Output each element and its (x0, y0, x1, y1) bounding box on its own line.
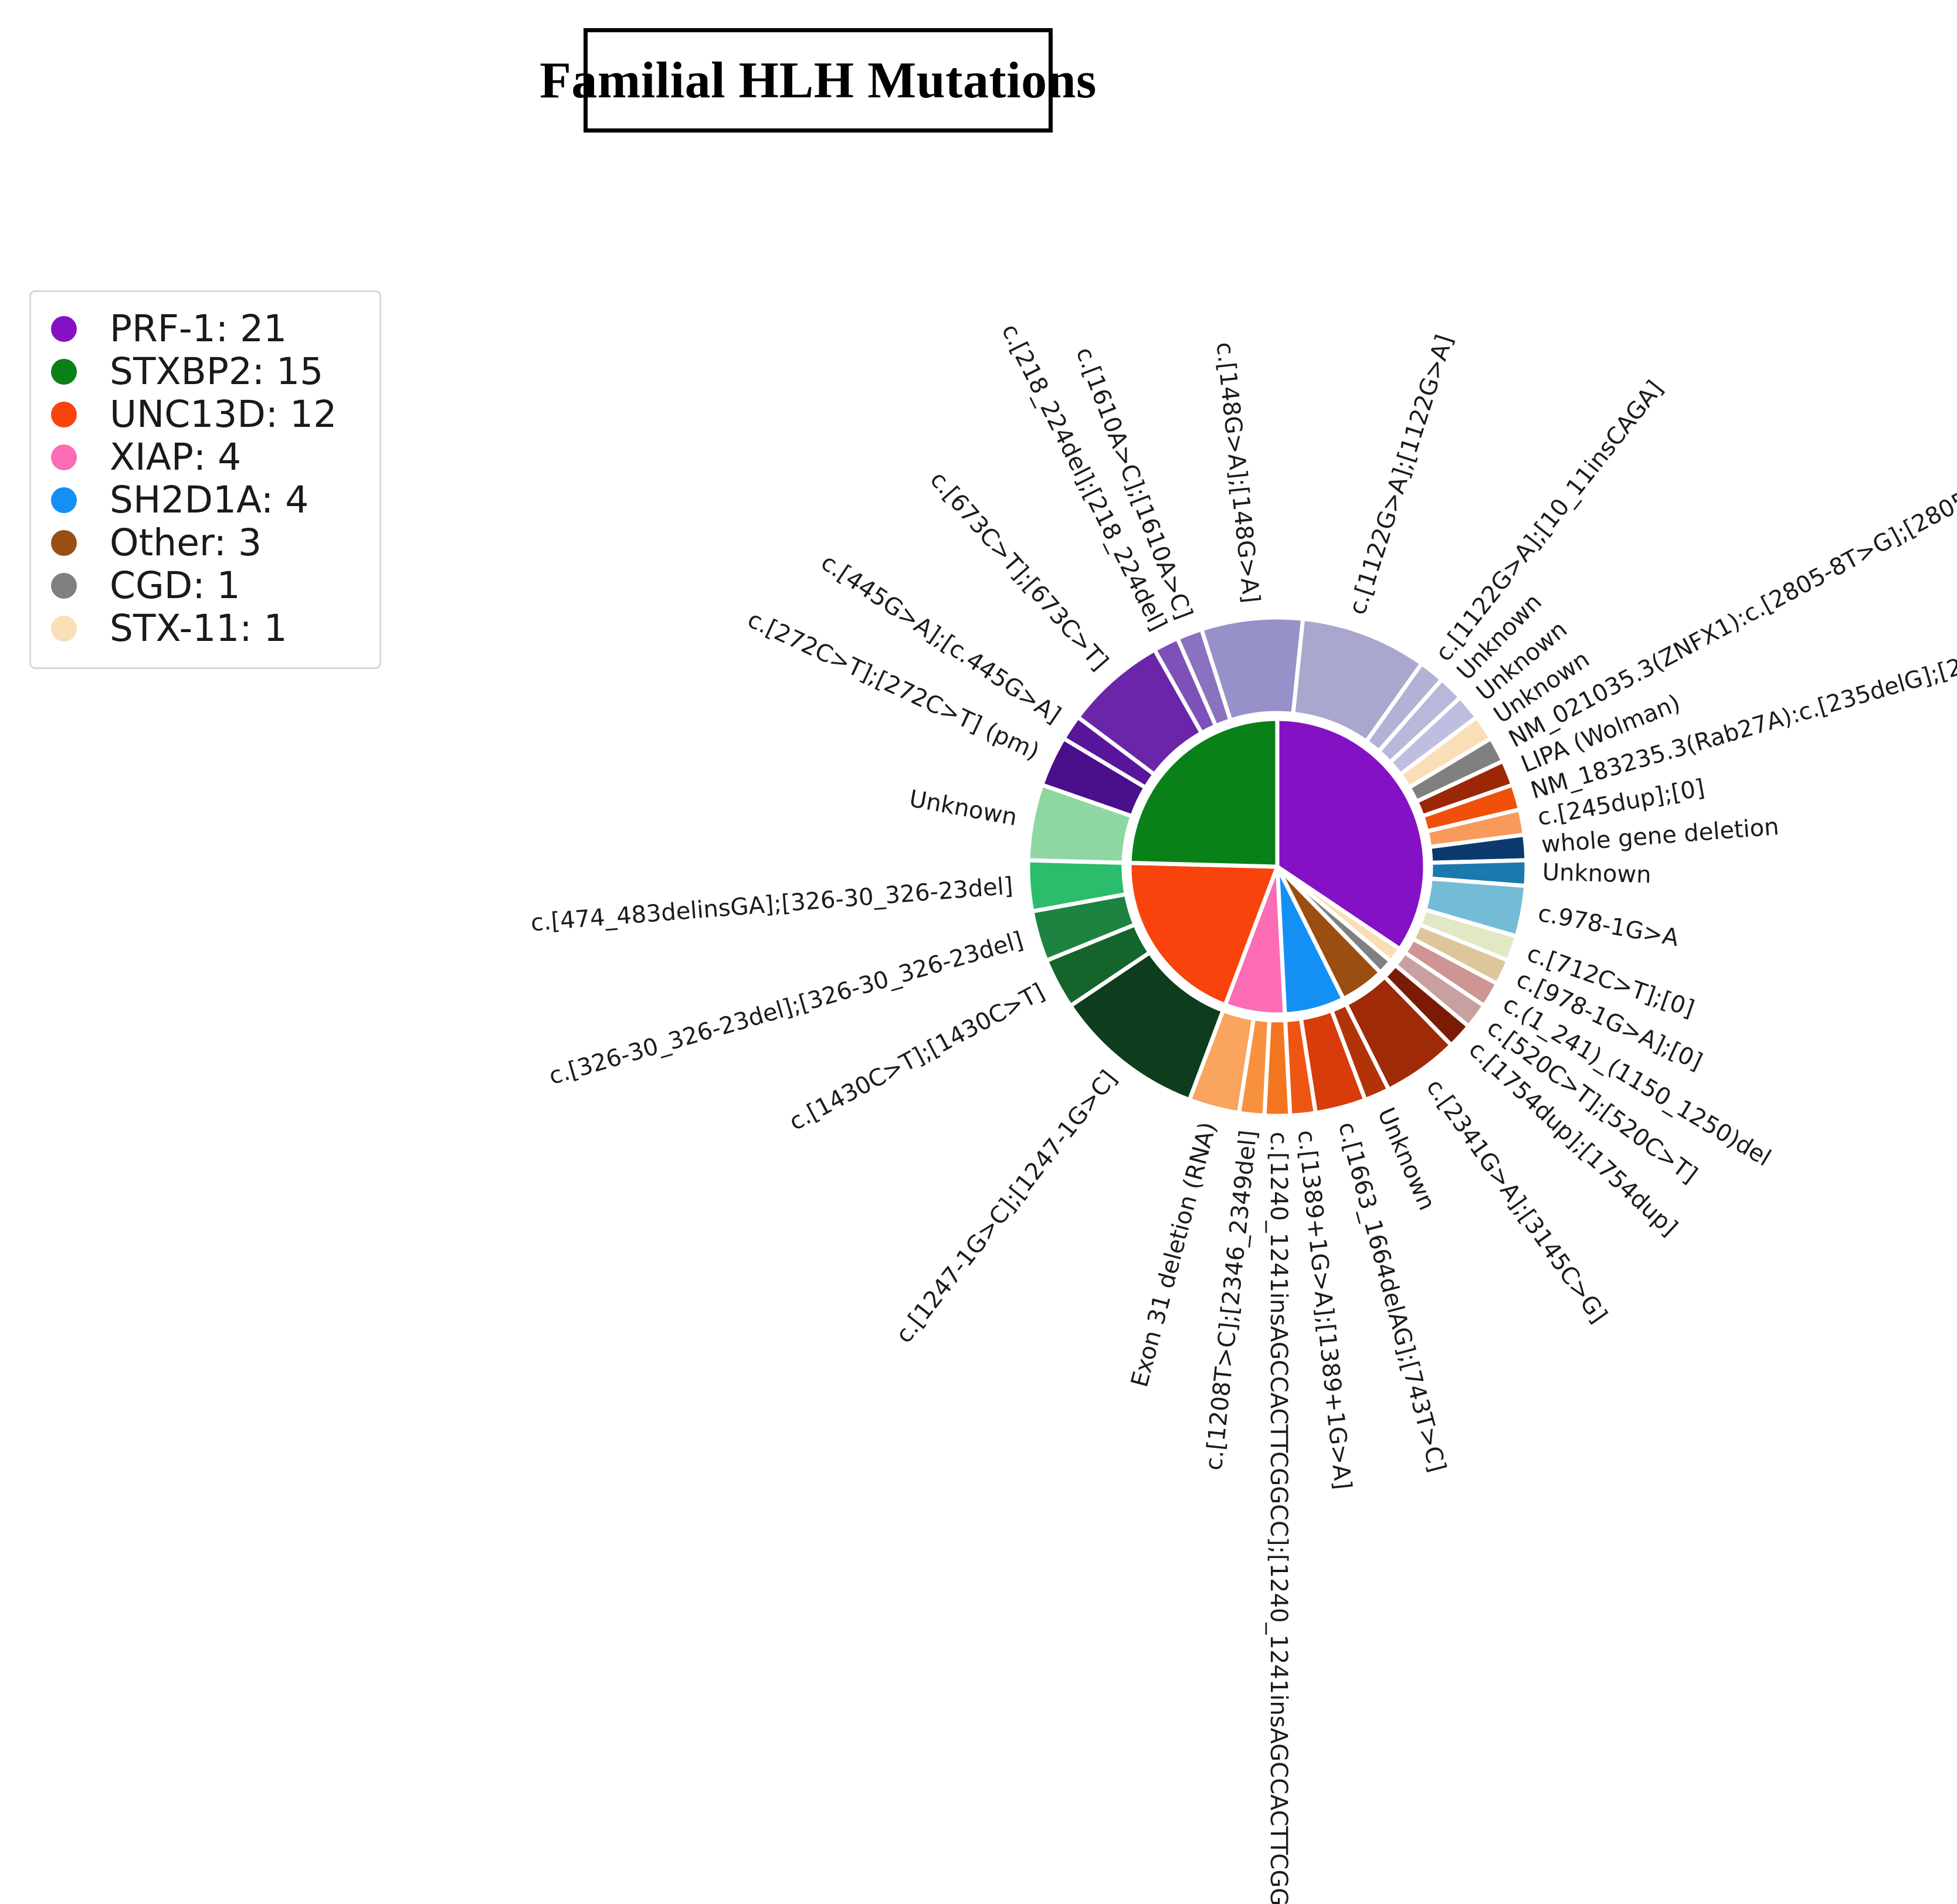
legend-item-label: STXBP2: 15 (110, 350, 324, 393)
segment-label: c.978-1G>A (1536, 900, 1681, 952)
legend-item-stx-11[interactable]: STX-11: 1 (51, 607, 365, 650)
segment-label: c.[474_483delinsGA];[326-30_326-23del] (530, 873, 1014, 936)
legend-swatch-icon (51, 401, 77, 427)
legend-item-label: PRF-1: 21 (110, 307, 287, 350)
segment-label: Unknown (1542, 859, 1651, 889)
legend-item-label: CGD: 1 (110, 564, 240, 607)
legend-swatch-icon (51, 444, 77, 470)
chart-title-box: Familial HLH Mutations (540, 28, 1096, 133)
legend-item-other[interactable]: Other: 3 (51, 521, 365, 564)
legend-item-label: STX-11: 1 (110, 607, 287, 650)
outer-segment[interactable] (1199, 615, 1305, 722)
segment-label: c.[1247-1G>C];[1247-1G>C] (891, 1065, 1122, 1348)
legend-item-sh2d1a[interactable]: SH2D1A: 4 (51, 478, 365, 521)
legend-item-unc13d[interactable]: UNC13D: 12 (51, 393, 365, 436)
legend-item-cgd[interactable]: CGD: 1 (51, 564, 365, 607)
segment-label: NM_183235.3(Rab27A):c.[235delG];[235=] (1528, 637, 1957, 805)
segment-label: Unknown (907, 785, 1019, 831)
segment-label: c.[1208T>C];[2346_2349del] (1200, 1129, 1263, 1472)
inner-segment-unc13d[interactable] (1127, 861, 1280, 1007)
segment-label: Exon 31 deletion (RNA) (1126, 1119, 1222, 1390)
segment-label: c.[2341G>A];[3145C>G] (1421, 1074, 1612, 1328)
legend-swatch-icon (51, 315, 77, 342)
segment-label: Unknown (1372, 1104, 1441, 1214)
legend-item-label: XIAP: 4 (110, 436, 242, 478)
legend-swatch-icon (51, 358, 77, 385)
legend-item-stxbp2[interactable]: STXBP2: 15 (51, 350, 365, 393)
legend-swatch-icon (51, 615, 77, 642)
legend-item-xiap[interactable]: XIAP: 4 (51, 436, 365, 478)
legend-item-label: SH2D1A: 4 (110, 478, 309, 521)
legend-item-label: Other: 3 (110, 521, 262, 564)
segment-label: c.[1122G>A];[1122G>A] (1344, 331, 1459, 617)
legend-swatch-icon (51, 487, 77, 513)
segment-label: c.[1663_1664delAG];[743T>C] (1333, 1119, 1451, 1475)
legend-item-label: UNC13D: 12 (110, 393, 337, 436)
segment-label: c.[326-30_326-23del];[326-30_326-23del] (546, 926, 1026, 1090)
segment-label: c.[1389+1G>A];[1389+1G>A] (1293, 1129, 1356, 1491)
segment-label: c.[148G>A];[148G>A] (1211, 341, 1265, 604)
inner-segment-prf-1[interactable] (1275, 717, 1427, 952)
legend-item-prf-1[interactable]: PRF-1: 21 (51, 307, 365, 350)
page-title: Familial HLH Mutations (540, 52, 1097, 109)
legend-swatch-icon (51, 572, 77, 599)
inner-segment-stxbp2[interactable] (1127, 717, 1280, 869)
legend-swatch-icon (51, 530, 77, 556)
segment-label: c.[1240_1241insAGCCACTTCGGCC];[1240_1241… (1265, 1132, 1292, 1904)
